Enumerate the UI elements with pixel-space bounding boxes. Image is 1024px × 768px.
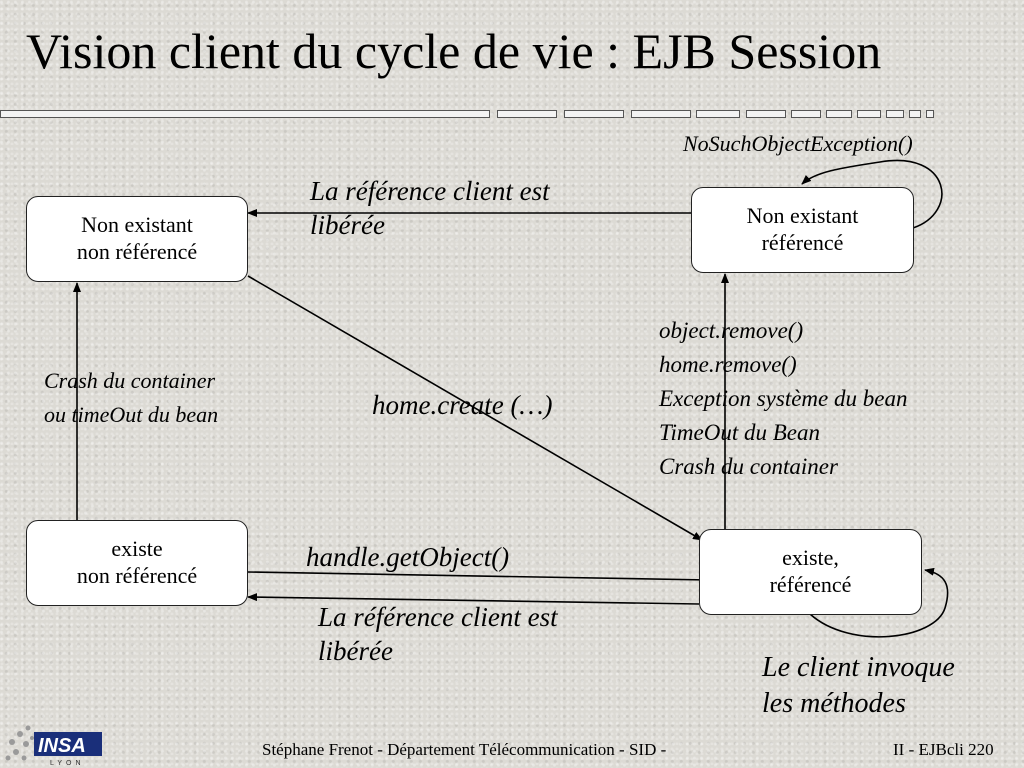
arrow-release-bottom [247, 593, 700, 605]
label-release-bottom: La référence client est libérée [318, 600, 558, 668]
label-line: Crash du container [44, 368, 216, 393]
label-get-object: handle.getObject() [306, 542, 510, 572]
state-line: non référencé [76, 239, 198, 264]
label-line: La référence client est [318, 602, 558, 632]
insa-lyon-logo: INSA LYON [5, 725, 102, 767]
label-home-create: home.create (…) [372, 390, 553, 420]
state-line: existe [111, 536, 163, 562]
label-line: libérée [318, 636, 393, 666]
label-line: La référence client est [310, 176, 550, 206]
label-release-top: La référence client est libérée [310, 174, 550, 242]
label-line: libérée [310, 210, 385, 240]
state-non-existant-reference: Non existant référencé [691, 187, 914, 273]
footer-page-number: II - EJBcli 220 [893, 740, 994, 759]
state-existe-reference: existe, référencé [699, 529, 922, 615]
state-line: Non existant [746, 203, 859, 229]
arrow-invoke-loop [809, 567, 949, 638]
arrow-get-object [247, 571, 710, 584]
state-existe-non-reference: existe non référencé [26, 520, 248, 606]
label-client-invoke: Le client invoque les méthodes [762, 650, 955, 722]
svg-text:LYON: LYON [50, 760, 85, 767]
svg-text:INSA: INSA [38, 735, 86, 757]
label-line: Le client invoque [762, 652, 955, 683]
state-line: référencé [761, 230, 844, 255]
state-line: Non existant [81, 212, 193, 238]
slide-title: Vision client du cycle de vie : EJB Sess… [26, 23, 882, 79]
label-line: Crash du container [659, 454, 838, 479]
label-line: Exception système du bean [659, 386, 908, 411]
state-non-existant-non-reference: Non existant non référencé [26, 196, 248, 282]
arrow-nosuch-loop [801, 159, 943, 229]
label-line: TimeOut du Bean [659, 420, 820, 445]
footer-author: Stéphane Frenot - Département Télécommun… [262, 740, 667, 759]
label-nosuchobjectexception: NoSuchObjectException() [683, 131, 913, 156]
label-crash: Crash du container ou timeOut du bean [44, 364, 218, 432]
label-line: home.remove() [659, 352, 797, 377]
state-line: existe, [782, 545, 839, 571]
state-line: non référencé [76, 563, 198, 588]
label-line: ou timeOut du bean [44, 402, 219, 427]
label-remove-list: object.remove() home.remove() Exception … [659, 314, 907, 484]
state-line: référencé [769, 572, 852, 597]
label-line: les méthodes [762, 688, 906, 719]
label-line: object.remove() [659, 318, 804, 343]
arrow-home-create [247, 275, 703, 541]
